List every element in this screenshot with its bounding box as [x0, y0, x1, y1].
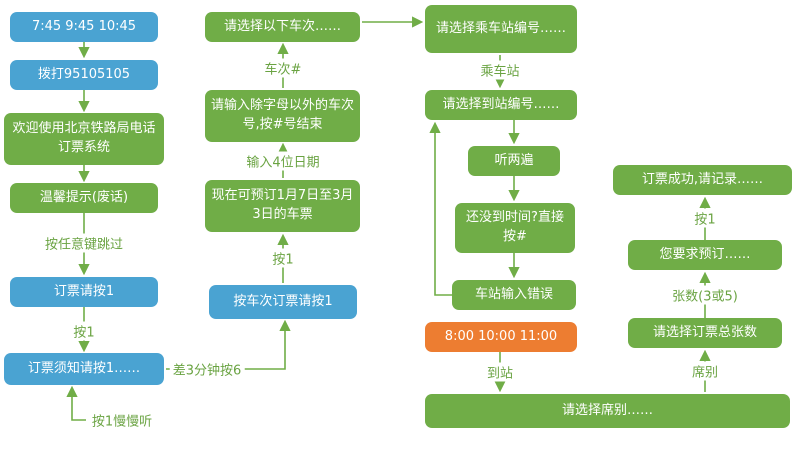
node-book-press-1: 订票请按1 [10, 277, 158, 307]
edge-label-boarding-station: 乘车站 [477, 60, 523, 80]
edge-label-press-any-key: 按任意键跳过 [41, 233, 127, 253]
node-booking-notice: 订票须知请按1…… [4, 353, 164, 385]
node-confirm-booking: 您要求预订…… [628, 240, 782, 270]
edge-label-arrival-station: 到站 [483, 362, 517, 382]
node-enter-train-number: 请输入除字母以外的车次号,按#号结束 [205, 90, 360, 142]
edge-label-minus-3-minutes-press-6: 差3分钟按6 [169, 359, 245, 379]
node-call-times-late: 8:00 10:00 11:00 [425, 322, 577, 352]
node-booking-date-range: 现在可预订1月7日至3月3日的车票 [205, 180, 360, 232]
node-station-input-error: 车站输入错误 [452, 280, 576, 310]
node-select-train: 请选择以下车次…… [205, 12, 360, 42]
node-listen-twice: 听两遍 [468, 146, 560, 176]
node-friendly-tips: 温馨提示(废话) [10, 183, 158, 213]
node-dial-number: 拨打95105105 [10, 60, 158, 90]
edge-label-press-1-c: 按1 [691, 208, 719, 228]
node-select-boarding-station: 请选择乘车站编号…… [425, 5, 577, 53]
node-not-time-press-hash: 还没到时间?直接按# [455, 203, 575, 253]
node-select-ticket-count: 请选择订票总张数 [628, 318, 782, 348]
edge-label-train-number-hash: 车次# [261, 58, 305, 78]
node-call-times-morning: 7:45 9:45 10:45 [10, 12, 158, 42]
flow-arrow [429, 121, 452, 296]
edge-label-press-1-listen-slowly: 按1慢慢听 [88, 410, 156, 430]
edge-label-enter-4-digit-date: 输入4位日期 [243, 151, 323, 171]
node-select-seat-class: 请选择席别…… [425, 394, 790, 428]
edge-label-press-1-b: 按1 [269, 248, 297, 268]
edge-label-seat-class: 席别 [688, 361, 722, 381]
node-booking-success: 订票成功,请记录…… [613, 165, 792, 195]
node-welcome: 欢迎使用北京铁路局电话订票系统 [4, 113, 164, 165]
node-book-by-train-press-1: 按车次订票请按1 [209, 285, 357, 319]
flow-arrow [66, 385, 86, 421]
edge-label-press-1-a: 按1 [70, 321, 98, 341]
node-select-arrival-station: 请选择到站编号…… [425, 90, 577, 120]
edge-label-ticket-count-3-or-5: 张数(3或5) [669, 285, 741, 305]
